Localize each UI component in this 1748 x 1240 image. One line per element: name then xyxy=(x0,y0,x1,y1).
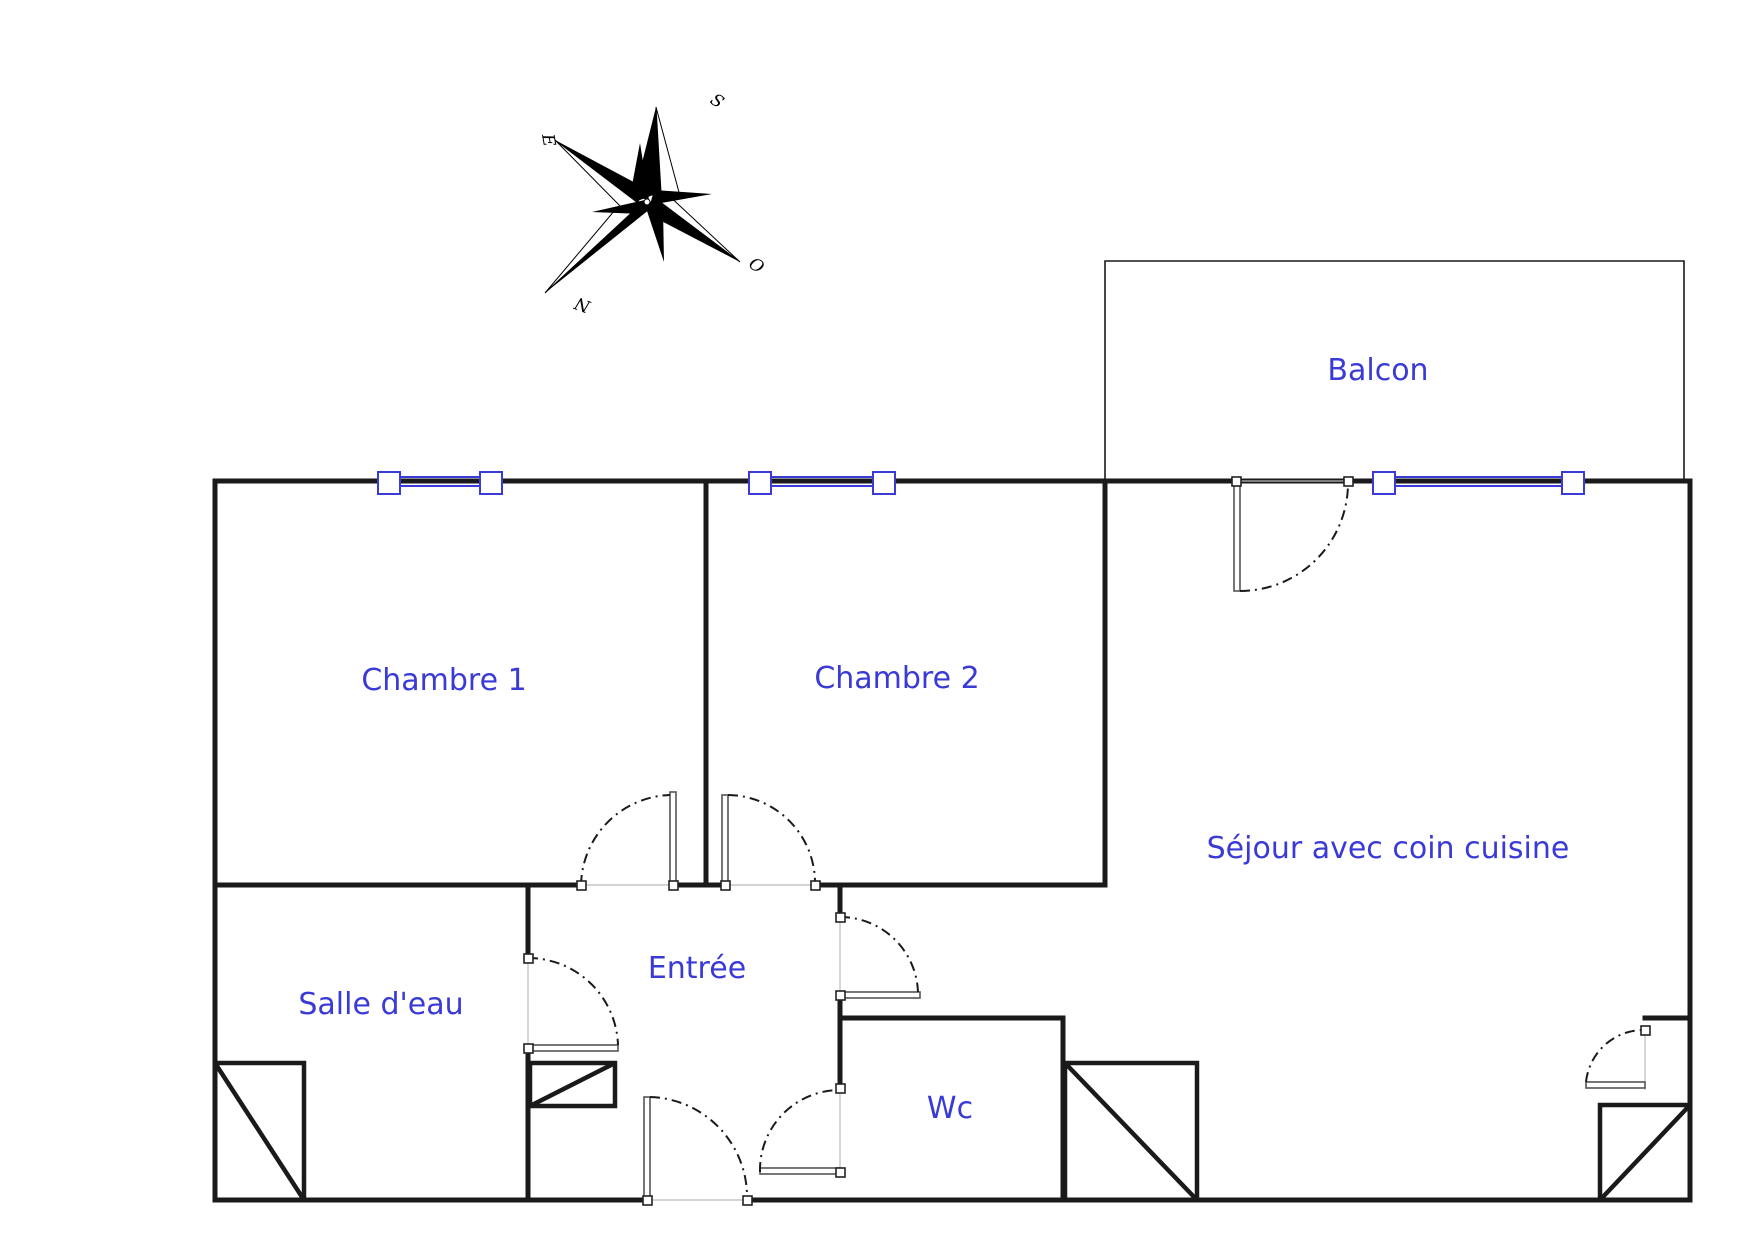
compass-letter-south: S xyxy=(706,90,727,113)
door-chambre2 xyxy=(720,794,821,891)
door-salle-eau xyxy=(523,953,619,1054)
room-label-salle-eau: Salle d'eau xyxy=(298,987,463,1022)
shaft-sejour xyxy=(1597,1102,1693,1203)
room-label-wc: Wc xyxy=(927,1091,973,1126)
shaft-salle-eau-small xyxy=(527,1060,618,1109)
room-label-balcon: Balcon xyxy=(1327,353,1428,388)
door-wc xyxy=(758,1083,846,1178)
door-sejour xyxy=(835,912,921,1001)
shaft-wc xyxy=(1062,1060,1200,1203)
compass-letter-north: N xyxy=(571,292,594,317)
window-chambre1 xyxy=(377,471,503,495)
room-label-chambre1: Chambre 1 xyxy=(361,663,526,698)
door-closet xyxy=(1585,1025,1651,1090)
room-label-chambre2: Chambre 2 xyxy=(814,661,979,696)
room-label-entree: Entrée xyxy=(648,951,746,986)
balcony-outline xyxy=(1104,260,1685,481)
compass-rose: S E O N xyxy=(537,90,768,317)
room-label-sejour: Séjour avec coin cuisine xyxy=(1207,831,1570,866)
door-balcony xyxy=(1231,476,1354,592)
door-chambre1 xyxy=(576,791,679,891)
window-chambre2 xyxy=(748,471,896,495)
compass-letter-east: E xyxy=(537,131,559,148)
compass-letter-west: O xyxy=(745,254,768,278)
shaft-salle-eau xyxy=(212,1060,307,1203)
window-sejour xyxy=(1372,471,1585,495)
door-entrance xyxy=(642,1096,753,1206)
